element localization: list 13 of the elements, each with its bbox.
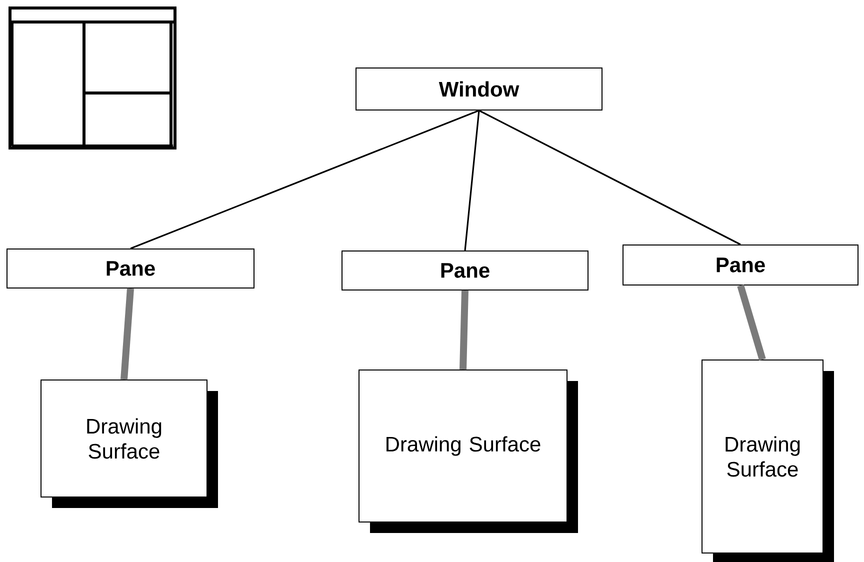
pane-box: Pane [622, 244, 858, 286]
connector-bar [460, 290, 468, 370]
drawing-surface-box: Drawing Surface [40, 380, 218, 508]
connector-bar [120, 288, 134, 380]
pane-box: Pane [342, 250, 588, 290]
connector-line [130, 110, 480, 250]
window-box: Window [356, 68, 602, 110]
pane-box: Pane [6, 248, 254, 288]
drawing-surface-box: Drawing Surface [358, 370, 578, 533]
connector-line [478, 110, 741, 246]
connector-line [464, 110, 480, 251]
connector-bar [737, 284, 766, 360]
drawing-surface-box: Drawing Surface [702, 360, 834, 562]
